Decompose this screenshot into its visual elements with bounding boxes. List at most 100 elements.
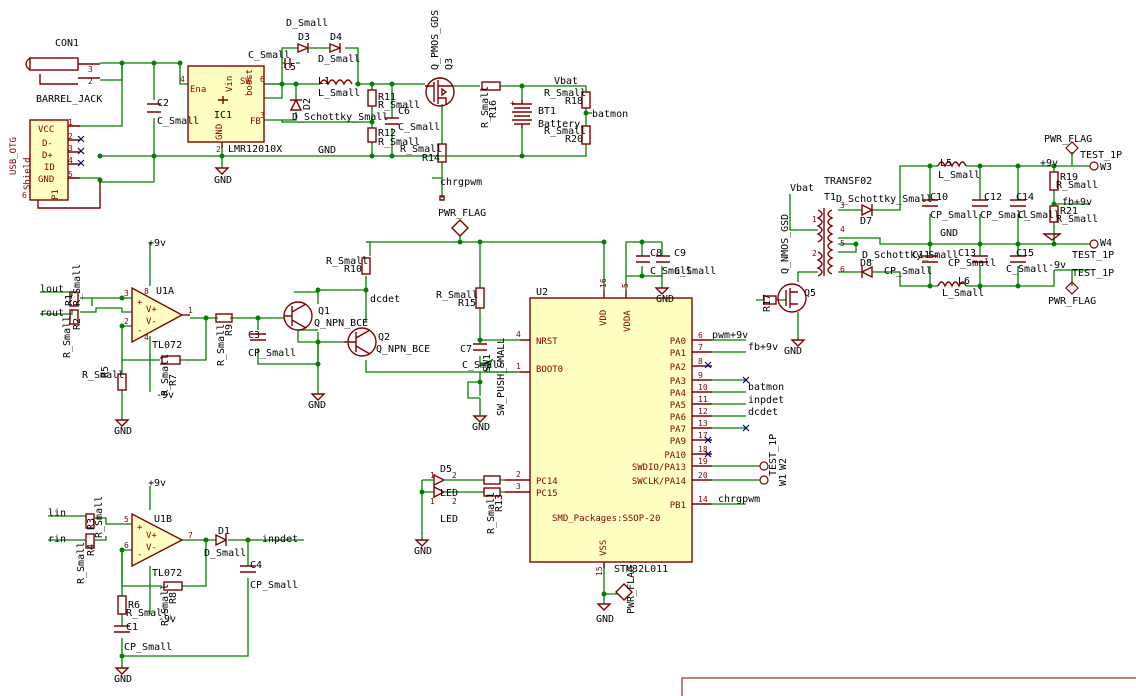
c10-value: CP_Small <box>930 210 978 221</box>
mcu-pin-number: 19 <box>698 457 708 466</box>
net-batmon: batmon <box>592 109 628 120</box>
u1a-value: TL072 <box>152 340 182 351</box>
r7-ref: R7 <box>168 374 179 386</box>
c7-ref: C7 <box>460 344 472 355</box>
con1-pin: 2 <box>88 77 93 86</box>
ic1-pin-gnd: GND <box>215 124 225 140</box>
t1-pin: 2 <box>812 249 817 258</box>
r3-ref: R3 <box>86 518 97 530</box>
c13-symbol <box>972 255 988 263</box>
net-minus9-a: -9v <box>156 390 174 401</box>
c5-symbol <box>284 58 291 68</box>
gnd-symbol <box>114 667 130 675</box>
net-inpdet: inpdet <box>262 534 298 545</box>
net-inpdet-mcu: inpdet <box>748 395 784 406</box>
r1-symbol <box>69 291 79 307</box>
r4-value: R_Small <box>76 542 87 584</box>
r8-value: R_Small <box>160 584 171 626</box>
r13-ref: R13 <box>494 494 505 512</box>
net-rout: rout <box>40 308 64 319</box>
r11-symbol <box>367 89 377 107</box>
net-dcdet-mcu: dcdet <box>748 407 778 418</box>
u1b-pin: 7 <box>188 531 193 540</box>
mcu-pin-name: PB1 <box>670 501 686 511</box>
net-plus9-b: +9v <box>148 478 166 489</box>
l1-symbol <box>319 79 353 86</box>
mcu-pin-number: 9 <box>698 371 703 380</box>
r18-ref: R18 <box>565 96 583 107</box>
svg-text:+: + <box>137 523 143 533</box>
r19-value: R_Small <box>1056 180 1098 191</box>
tp-w4: W4 <box>1100 238 1112 249</box>
c14-symbol <box>1010 199 1026 207</box>
gnd-symbol <box>214 167 230 175</box>
q1-value: Q_NPN_BCE <box>314 318 368 329</box>
c8-value: C_Small <box>650 266 692 277</box>
mcu-pin-name: PA4 <box>670 389 686 399</box>
d8-ref: D8 <box>860 258 872 269</box>
junctions-boost <box>853 163 1057 289</box>
c12-symbol <box>972 199 988 207</box>
t1-pin: 6 <box>840 265 845 274</box>
mcu-pin-number: 6 <box>698 331 703 340</box>
r13-value: R_Small <box>486 492 497 534</box>
d1-value: D_Small <box>204 548 246 559</box>
r19-ref: R19 <box>1060 172 1078 183</box>
net-batmon-mcu: batmon <box>748 382 784 393</box>
r10-ref: R10 <box>344 264 362 275</box>
mcu-pin-vdd: VDD <box>599 310 609 326</box>
net-lout: lout <box>40 284 64 295</box>
c2-value: C_Small <box>157 116 199 127</box>
c4-value: CP_Small <box>250 580 298 591</box>
c6-ref: C6 <box>398 106 410 117</box>
r1-value: R_Small <box>72 264 83 306</box>
mcu-pin-num: 4 <box>516 330 521 339</box>
pwr-flag-symbol <box>615 583 633 601</box>
mcu-pin-boot0: BOOT0 <box>536 365 563 375</box>
net-chrgpwm: chrgpwm <box>440 177 482 188</box>
net-plus9-a: +9v <box>148 238 166 249</box>
d8-symbol <box>860 265 873 279</box>
usb-pin-num: 5 <box>68 170 73 179</box>
r15-symbol <box>475 287 485 309</box>
r10-symbol <box>361 257 371 275</box>
mcu-value: STM32L011 <box>614 564 668 575</box>
tp3-value: TEST_1P <box>1080 150 1122 161</box>
r7-symbol <box>161 355 181 365</box>
c15-symbol <box>1010 255 1026 263</box>
mcu-pin-name: PA3 <box>670 377 686 387</box>
r1-ref: R1 <box>64 294 75 306</box>
gnd-label: GND <box>472 422 490 433</box>
ic1-value: LMR12010X <box>228 144 282 155</box>
ic1-pin-num: 3 <box>260 111 265 120</box>
con1-ref: CON1 <box>55 38 79 49</box>
gnd-symbol <box>596 603 612 611</box>
t1-value: TRANSF02 <box>824 176 872 187</box>
r6-ref: R6 <box>128 600 140 611</box>
d6-value: LED <box>440 514 458 525</box>
r8-symbol <box>163 581 183 591</box>
mcu-pin-num: 2 <box>516 470 521 479</box>
c9-symbol <box>656 255 670 263</box>
usb-pin-num: 2 <box>68 132 73 141</box>
gnd-label: GND <box>214 175 232 186</box>
pwr-flag-label-3: PWR_FLAG <box>1044 134 1092 145</box>
barrel-jack <box>25 57 100 85</box>
c11-symbol <box>922 255 938 263</box>
l6-value: L_Small <box>942 288 984 299</box>
q2-npn <box>344 327 377 357</box>
c9-ref: C9 <box>674 248 686 259</box>
gnd-symbol <box>414 539 430 547</box>
ic1-pin-fb: FB <box>250 117 261 127</box>
led-pin: 2 <box>452 497 457 506</box>
mcu-pin-number: 8 <box>698 357 703 366</box>
gnd-label: GND <box>656 294 674 305</box>
gnd-symbol <box>654 287 670 295</box>
c4-ref: C4 <box>250 560 262 571</box>
net-rin: rin <box>48 534 66 545</box>
mcu-u2 <box>505 290 712 568</box>
net-plus9-c: +9v <box>1040 158 1058 169</box>
mcu-pin-vdda: VDDA <box>623 310 633 332</box>
usb-pin-id: ID <box>44 163 55 173</box>
ic1-pin-vin: Vin <box>225 76 235 92</box>
